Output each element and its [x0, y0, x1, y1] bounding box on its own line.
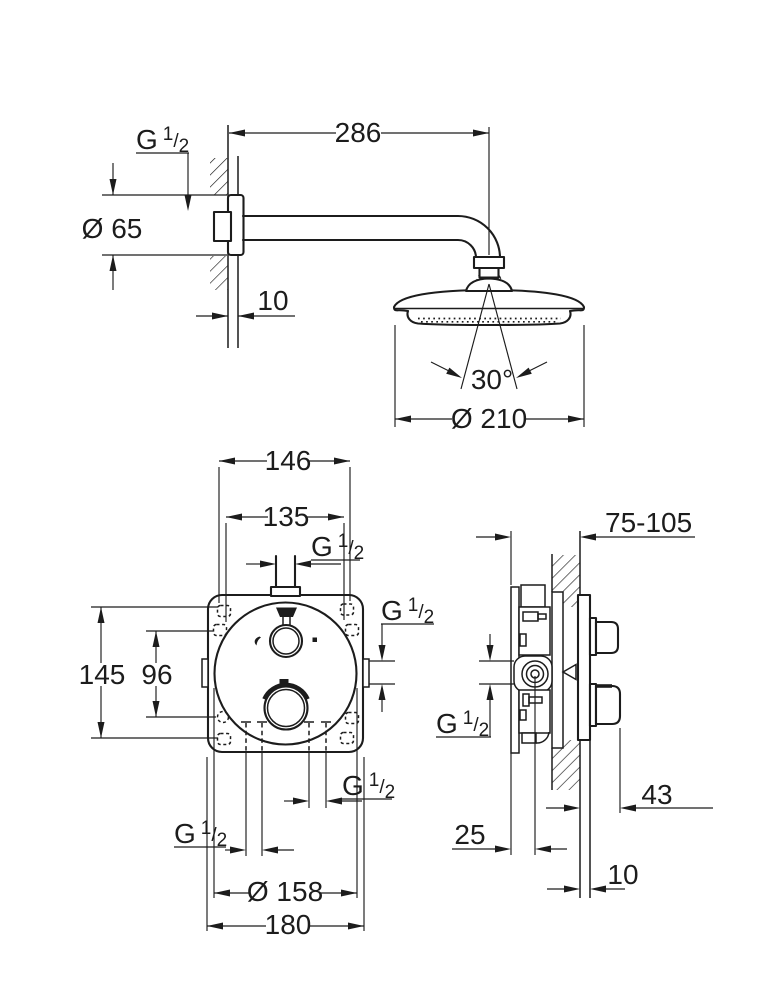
dim-swivel-angle: 30° [471, 364, 513, 395]
cold-marker-icon [312, 637, 317, 642]
top-port [269, 585, 302, 598]
side-port-right [362, 658, 370, 688]
shower-head-dome [392, 288, 586, 327]
arm-nut [472, 255, 506, 270]
screw-hole [216, 732, 232, 746]
screw-hole [344, 623, 360, 637]
screw-hole [344, 711, 360, 725]
temperature-knob [268, 623, 304, 659]
dim-head-diameter: Ø 210 [451, 403, 527, 434]
dim-inlet-offset: 25 [454, 819, 485, 850]
valve-upper-body [518, 606, 551, 656]
dim-wall-finish-top: 10 [257, 285, 288, 316]
dim-width-outer: 146 [265, 445, 312, 476]
trim-escutcheon [576, 593, 592, 742]
dim-width-inner: 135 [263, 501, 310, 532]
arm-union-nut [212, 210, 233, 243]
dim-escutcheon-diameter: Ø 65 [82, 213, 143, 244]
rail-marker-icon [561, 663, 577, 681]
dim-height-inner: 96 [141, 659, 172, 690]
knob-index-marker [279, 679, 289, 686]
dim-plate-size: 180 [265, 909, 312, 940]
screw-hole [339, 731, 355, 745]
trim-circle [213, 601, 358, 746]
dim-trim-projection: 43 [641, 779, 672, 810]
volume-knob [263, 685, 309, 731]
valve-top-port [520, 584, 546, 608]
temperature-grip-icon [276, 607, 297, 617]
shower-arm [241, 214, 502, 260]
screw-hole [216, 604, 232, 618]
hot-marker-icon [254, 636, 261, 646]
dim-trim-diameter: Ø 158 [247, 876, 323, 907]
screw-hole [216, 710, 230, 724]
side-port-left [201, 658, 209, 688]
screw-hole [339, 603, 355, 616]
wall-hatch-lower [210, 256, 228, 290]
screw-hole [212, 623, 228, 637]
mounting-rail [551, 591, 564, 749]
wall-hatch-upper [210, 158, 228, 195]
dim-arm-projection: 286 [335, 117, 382, 148]
dim-wall-finish-side: 10 [607, 859, 638, 890]
dim-height-outer: 145 [79, 659, 126, 690]
dim-installation-depth: 75-105 [605, 507, 692, 538]
